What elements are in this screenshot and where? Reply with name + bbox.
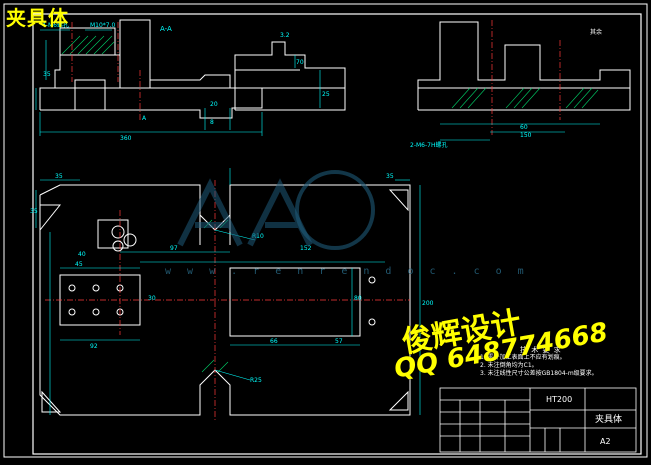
dim-plan-200: 200 <box>422 300 434 307</box>
banner-title: 夹具体 <box>6 6 69 30</box>
outer-border <box>3 3 648 458</box>
side-dimensions <box>294 55 321 108</box>
view-label-a: A <box>142 115 147 122</box>
drawing-code: HT200 <box>546 395 572 404</box>
dim-plan-30: 30 <box>148 295 156 302</box>
front-section-hatch <box>61 35 115 55</box>
right-dim-texts: 60 150 2-M6-7H螺孔 其余 <box>410 28 602 149</box>
dim-plan-97: 97 <box>170 245 178 252</box>
dim-8: 8 <box>210 119 214 126</box>
dim-overall-length: 360 <box>120 135 132 142</box>
dim-35: 35 <box>43 71 51 78</box>
dim-plan-40: 40 <box>78 251 86 258</box>
section-label: A-A <box>160 25 172 33</box>
tech-requirement-2: 2. 未注倒角均为C1。 <box>480 362 538 369</box>
title-block-texts: HT200 夹具体 A2 <box>546 395 622 446</box>
front-dim-texts: M10*7.0 4-M6螺孔 35 360 8 20 A <box>42 21 218 142</box>
dim-25: 25 <box>322 91 330 98</box>
dim-70: 70 <box>296 59 304 66</box>
roughness-note: 其余 <box>590 28 602 36</box>
dim-plan-57: 57 <box>335 338 343 345</box>
tech-requirements: 技 术 要 求 1. 零件加工表面上不应有划痕。 2. 未注倒角均为C1。 3.… <box>480 346 598 378</box>
dim-plan-92: 92 <box>90 343 98 350</box>
front-dimensions <box>35 29 263 136</box>
front-section-view <box>39 19 263 119</box>
part-name: 夹具体 <box>595 413 622 425</box>
sheet-size: A2 <box>600 437 611 446</box>
dim-roughness: 3.2 <box>280 32 290 39</box>
dim-plan-r25: R25 <box>250 377 262 384</box>
dim-plan-35-b: 35 <box>386 173 394 180</box>
dim-plan-35-c: 35 <box>30 208 38 215</box>
right-dimensions <box>440 123 600 141</box>
side-view <box>234 41 346 111</box>
dim-20: 20 <box>210 101 218 108</box>
title-block <box>439 387 637 453</box>
plan-dim-texts: 35 35 35 97 45 40 30 92 152 80 66 57 200… <box>30 173 434 384</box>
plan-dimensions <box>35 168 421 415</box>
tech-requirements-heading: 技 术 要 求 <box>520 346 562 354</box>
site-watermark: w w w . r e n r e n d o c . c o m <box>165 266 529 277</box>
plan-center-lines <box>45 180 410 420</box>
dim-plan-45: 45 <box>75 261 83 268</box>
dim-hole-callout: 4-M6螺孔 <box>42 21 69 29</box>
dim-thread-callout: M10*7.0 <box>90 22 116 29</box>
dim-plan-66: 66 <box>270 338 278 345</box>
right-center-lines <box>491 20 561 135</box>
note-tapped-holes: 2-M6-7H螺孔 <box>410 141 447 149</box>
front-center-lines <box>71 22 141 120</box>
tech-requirement-1: 1. 零件加工表面上不应有划痕。 <box>480 354 566 361</box>
right-section-hatch <box>451 87 599 109</box>
dim-plan-152: 152 <box>300 245 312 252</box>
dim-150: 150 <box>520 132 532 139</box>
dim-plan-80: 80 <box>354 295 362 302</box>
dim-plan-r10-a: R10 <box>252 233 264 240</box>
inner-border <box>32 13 642 455</box>
side-dim-texts: 25 3.2 70 <box>280 32 330 98</box>
dim-plan-35-a: 35 <box>55 173 63 180</box>
tech-requirement-3: 3. 未注线性尺寸公差按GB1804-m级要求。 <box>480 370 598 377</box>
logo-watermark-icon <box>177 170 375 250</box>
dim-60: 60 <box>520 124 528 131</box>
